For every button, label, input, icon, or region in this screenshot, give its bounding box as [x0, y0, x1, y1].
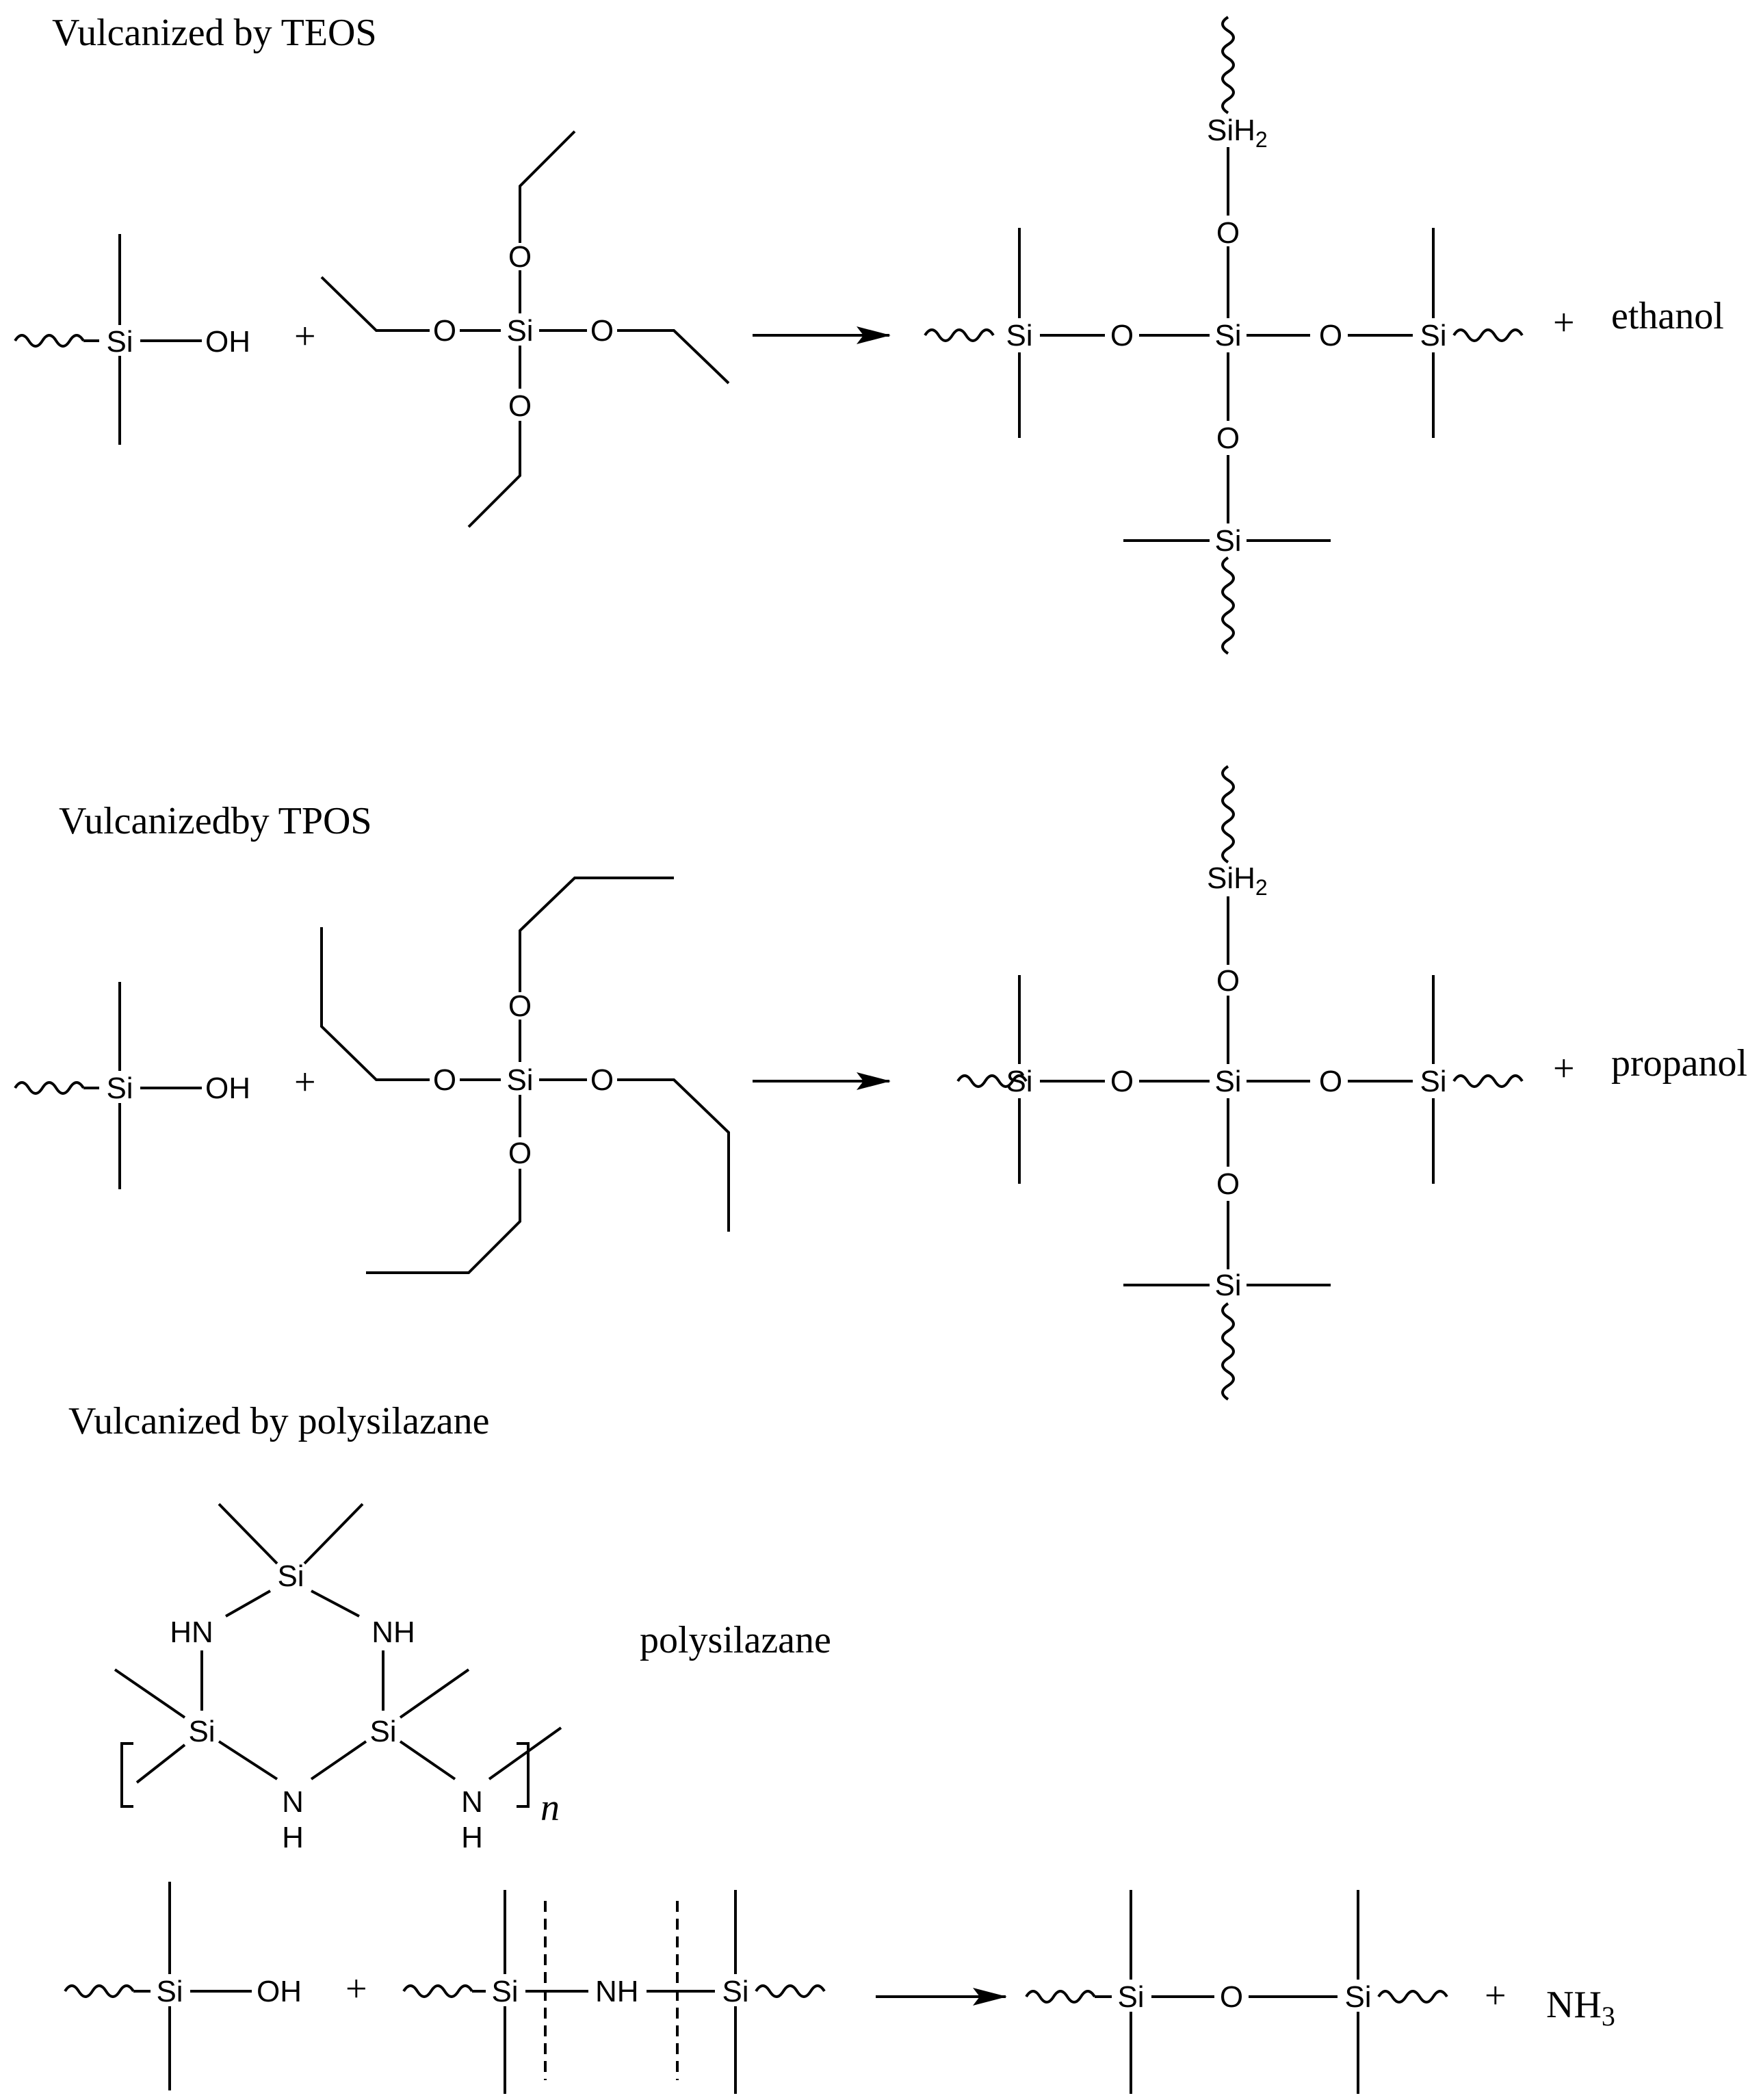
plus-sign: + [294, 1061, 316, 1104]
wavy-bond-icon [1221, 556, 1235, 655]
section-polysilazane: Vulcanized by polysilazane Si HN NH Si S… [64, 1400, 1615, 2094]
silanol-reactant: Si OH [14, 982, 250, 1189]
byproduct-nh3: NH3 [1546, 1984, 1615, 2032]
atom-nh: NH [595, 1975, 639, 2008]
tpos-product: Si O Si O Si O SiH2 O Si [956, 765, 1524, 1401]
plus-sign: + [294, 315, 316, 358]
atom-si: Si [1117, 1980, 1144, 2014]
atom-o: O [590, 314, 614, 348]
atom-o: O [508, 389, 532, 423]
atom-h: H [282, 1821, 304, 1854]
atom-sih2: SiH2 [1207, 114, 1268, 152]
atom-o: O [433, 1063, 456, 1097]
wavy-bond-icon [64, 1984, 135, 1998]
atom-o: O [1216, 1167, 1240, 1201]
atom-h: H [461, 1821, 483, 1854]
wavy-bond-icon [1452, 328, 1524, 342]
plus-sign: + [1553, 1048, 1575, 1090]
atom-o: O [433, 314, 456, 348]
plus-sign: + [1485, 1975, 1506, 2017]
teos-molecule: Si O O O O [320, 130, 730, 528]
atom-oh: OH [257, 1975, 302, 2008]
polysilazane-structure: Si HN NH Si Si N H N H n [114, 1503, 562, 1854]
repeat-index: n [540, 1787, 560, 1829]
siloxane-product: Si O Si [1025, 1890, 1448, 2094]
atom-si: Si [156, 1975, 183, 2008]
wavy-bond-icon [14, 334, 85, 348]
atom-si: Si [1214, 524, 1241, 558]
atom-o: O [1110, 1065, 1134, 1098]
silanol-reactant: Si OH [14, 234, 250, 445]
wavy-bond-icon [1452, 1074, 1524, 1088]
left-bracket [120, 1742, 133, 1808]
atom-o: O [508, 240, 532, 274]
plus-sign: + [345, 1968, 367, 2010]
atom-si: Si [106, 1072, 133, 1105]
atom-oh: OH [205, 1072, 250, 1105]
polysilazane-label: polysilazane [640, 1619, 831, 1661]
byproduct-propanol: propanol [1611, 1042, 1747, 1085]
atom-oh: OH [205, 325, 250, 359]
atom-si: Si [1420, 1065, 1446, 1098]
atom-n: N [461, 1785, 483, 1819]
atom-si: Si [1344, 1980, 1371, 2014]
section-title-tpos: Vulcanizedby TPOS [59, 800, 372, 842]
wavy-bond-icon [1221, 1302, 1235, 1401]
atom-n: N [282, 1785, 304, 1819]
byproduct-ethanol: ethanol [1611, 295, 1724, 337]
atom-sih2: SiH2 [1207, 861, 1268, 900]
wavy-bond-icon [956, 1074, 1028, 1088]
atom-o: O [508, 1137, 532, 1170]
wavy-bond-icon [1221, 765, 1235, 864]
wavy-bond-icon [1221, 16, 1235, 114]
atom-si: Si [277, 1559, 304, 1593]
atom-si: Si [1006, 319, 1032, 352]
atom-nh: NH [371, 1616, 415, 1649]
atom-si: Si [1420, 319, 1446, 352]
atom-si: Si [491, 1975, 518, 2008]
section-title-teos: Vulcanized by TEOS [52, 12, 377, 54]
wavy-bond-icon [402, 1984, 473, 1998]
wavy-bond-icon [755, 1984, 826, 1998]
wavy-bond-icon [1025, 1990, 1096, 2004]
section-teos: Vulcanized by TEOS Si OH + Si O O O O [14, 12, 1724, 655]
atom-o: O [508, 989, 532, 1023]
atom-si: Si [506, 314, 533, 348]
atom-si: Si [1214, 319, 1241, 352]
section-tpos: Vulcanizedby TPOS Si OH + Si O O O O [14, 765, 1747, 1401]
plus-sign: + [1553, 302, 1575, 344]
atom-o: O [1319, 319, 1342, 352]
atom-o: O [1319, 1065, 1342, 1098]
wavy-bond-icon [1377, 1990, 1448, 2004]
atom-o: O [1216, 964, 1240, 998]
atom-si: Si [1006, 1065, 1032, 1098]
section-title-polysilazane: Vulcanized by polysilazane [68, 1400, 490, 1442]
atom-o: O [1110, 319, 1134, 352]
atom-si: Si [1214, 1269, 1241, 1302]
atom-o: O [1216, 422, 1240, 455]
silazane-reactant: Si NH Si [402, 1890, 826, 2094]
atom-o: O [590, 1063, 614, 1097]
right-bracket [517, 1742, 530, 1808]
wavy-bond-icon [14, 1081, 85, 1095]
atom-o: O [1220, 1980, 1243, 2014]
atom-si: Si [506, 1063, 533, 1097]
atom-si: Si [369, 1715, 396, 1748]
atom-o: O [1216, 216, 1240, 250]
atom-si: Si [188, 1715, 215, 1748]
wavy-bond-icon [924, 328, 995, 342]
atom-si: Si [106, 325, 133, 359]
atom-hn: HN [170, 1616, 213, 1649]
silanol-reactant: Si OH [64, 1882, 302, 2090]
tpos-molecule: Si O O O O [320, 877, 730, 1274]
atom-si: Si [1214, 1065, 1241, 1098]
atom-si: Si [722, 1975, 748, 2008]
teos-product: Si O Si O Si O SiH2 O Si [924, 16, 1524, 655]
